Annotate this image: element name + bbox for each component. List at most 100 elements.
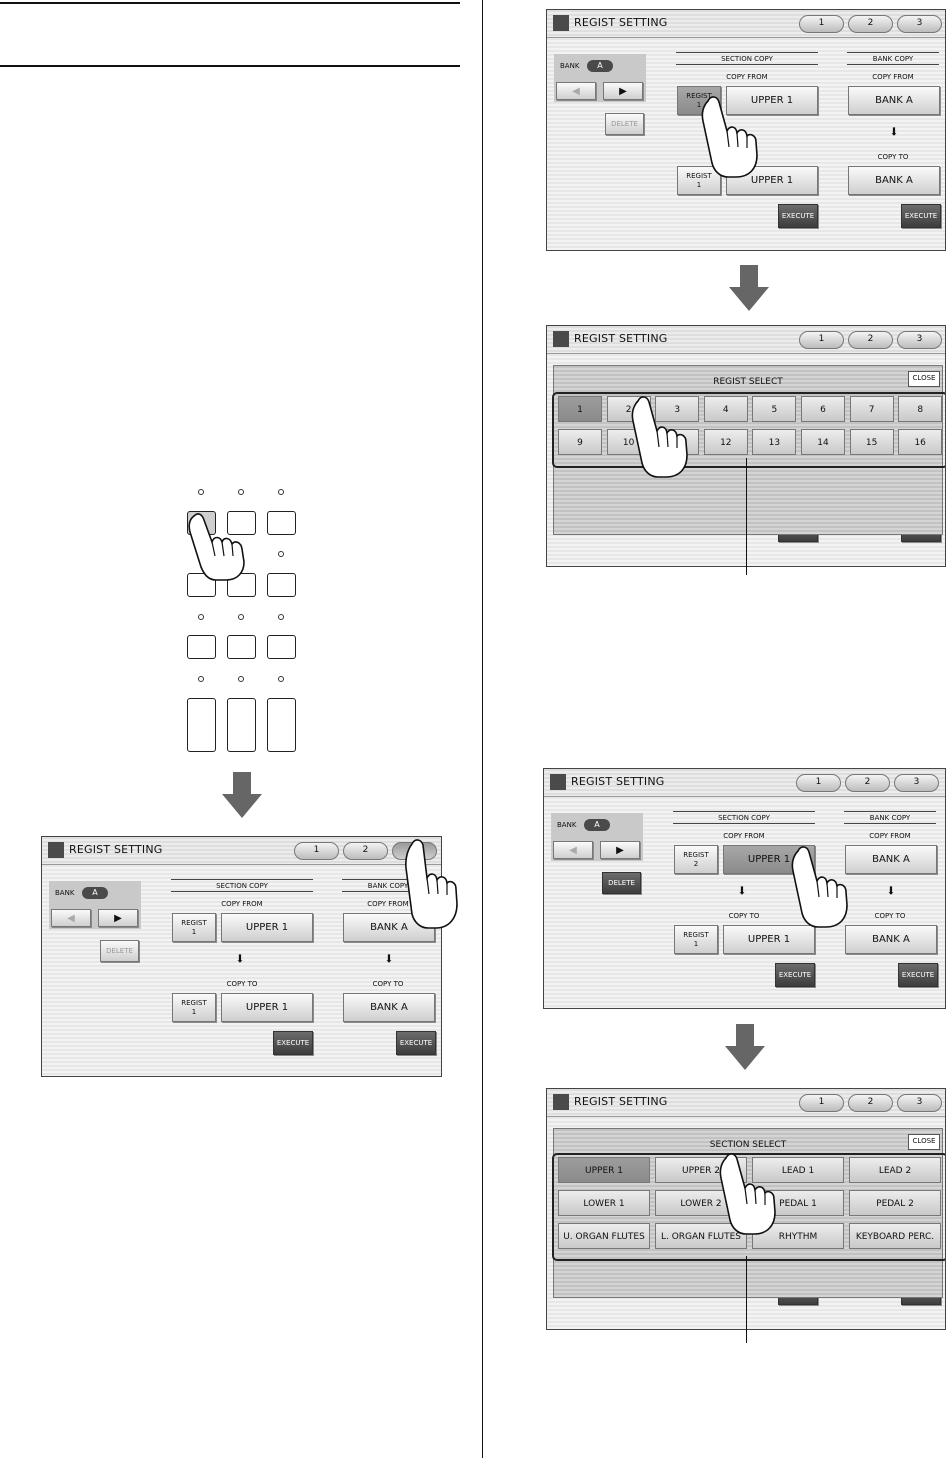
bank-from-button[interactable]: BANK A xyxy=(848,86,940,115)
registration-button-tall-2[interactable] xyxy=(227,698,256,752)
regist-select-button[interactable]: 4 xyxy=(703,396,748,422)
title-bar: REGIST SETTING 1 2 3 xyxy=(547,10,945,38)
section-execute-button[interactable]: EXECUTE xyxy=(273,1031,313,1055)
registration-button-tall-3[interactable] xyxy=(267,698,296,752)
tab-1[interactable]: 1 xyxy=(796,774,841,792)
delete-button[interactable]: DELETE xyxy=(100,940,139,962)
registration-button-7[interactable] xyxy=(187,635,216,659)
registration-button-tall-1[interactable] xyxy=(187,698,216,752)
bank-prev-button[interactable]: ◀ xyxy=(553,841,593,859)
delete-button[interactable]: DELETE xyxy=(605,113,644,135)
regist-select-button[interactable]: 8 xyxy=(898,396,943,422)
bank-next-button[interactable]: ▶ xyxy=(600,841,640,859)
regist-select-button[interactable]: 7 xyxy=(849,396,894,422)
tab-3[interactable]: 3 xyxy=(894,774,939,792)
bank-prev-button[interactable]: ◀ xyxy=(51,909,91,927)
copy-arrow-icon: ⬇ xyxy=(889,122,899,141)
copy-from-label: COPY FROM xyxy=(723,832,765,840)
bank-next-button[interactable]: ▶ xyxy=(98,909,138,927)
bank-execute-button[interactable]: EXECUTE xyxy=(898,963,938,987)
regist-select-button[interactable]: 3 xyxy=(655,396,700,422)
regist-number: 1 xyxy=(696,100,702,109)
section-copy-heading: SECTION COPY xyxy=(721,55,773,63)
section-to-button[interactable]: UPPER 1 xyxy=(221,993,313,1022)
section-execute-button[interactable]: EXECUTE xyxy=(778,204,818,228)
regist-label: REGIST xyxy=(181,998,207,1007)
bank-execute-button[interactable]: EXECUTE xyxy=(396,1031,436,1055)
regist-select-button[interactable]: 15 xyxy=(849,429,894,455)
close-button[interactable]: CLOSE xyxy=(908,1134,940,1150)
bank-copy-heading: BANK COPY xyxy=(869,814,911,822)
section-execute-button[interactable]: EXECUTE xyxy=(775,963,815,987)
led-indicator xyxy=(278,489,284,495)
registration-button-9[interactable] xyxy=(267,635,296,659)
title-bar: REGIST SETTING 1 2 3 xyxy=(547,1089,945,1117)
registration-button-6[interactable] xyxy=(267,573,296,597)
tab-2[interactable]: 2 xyxy=(848,15,893,33)
section-select-button[interactable]: RHYTHM xyxy=(752,1223,844,1249)
regist-select-button[interactable]: 14 xyxy=(801,429,845,455)
section-select-button[interactable]: LEAD 1 xyxy=(752,1157,844,1183)
tab-3[interactable]: 3 xyxy=(897,331,942,349)
regist-select-button[interactable]: 12 xyxy=(703,429,748,455)
overlay-title: REGIST SELECT xyxy=(713,377,783,387)
tab-1[interactable]: 1 xyxy=(799,15,844,33)
screen-title: REGIST SETTING xyxy=(574,1095,668,1108)
tab-2[interactable]: 2 xyxy=(848,331,893,349)
bank-execute-button[interactable]: EXECUTE xyxy=(901,204,941,228)
column-divider xyxy=(482,0,483,1458)
delete-button[interactable]: DELETE xyxy=(602,872,641,894)
pointing-hand-icon xyxy=(791,846,848,928)
close-button[interactable]: CLOSE xyxy=(908,371,940,387)
regist-label: REGIST xyxy=(683,930,709,939)
section-select-button[interactable]: KEYBOARD PERC. xyxy=(849,1223,941,1249)
regist-select-button[interactable]: 16 xyxy=(898,429,943,455)
led-indicator xyxy=(278,614,284,620)
tab-1[interactable]: 1 xyxy=(799,331,844,349)
registration-button-3[interactable] xyxy=(267,511,296,535)
bank-to-button[interactable]: BANK A xyxy=(845,925,937,954)
regist-select-button[interactable]: 9 xyxy=(558,429,602,455)
section-to-button[interactable]: UPPER 1 xyxy=(726,166,818,195)
section-from-button[interactable]: UPPER 1 xyxy=(726,86,818,115)
bank-copy-from-label: COPY FROM xyxy=(367,900,409,908)
section-select-button[interactable]: LEAD 2 xyxy=(849,1157,941,1183)
section-select-button[interactable]: PEDAL 2 xyxy=(849,1190,941,1216)
tab-3[interactable]: 3 xyxy=(897,15,942,33)
section-to-button[interactable]: UPPER 1 xyxy=(723,925,815,954)
tab-2[interactable]: 2 xyxy=(343,842,388,860)
tab-3[interactable]: 3 xyxy=(897,1094,942,1112)
bank-copy-heading: BANK COPY xyxy=(367,882,409,890)
bank-prev-button[interactable]: ◀ xyxy=(556,82,596,100)
bank-from-button[interactable]: BANK A xyxy=(845,845,937,874)
tab-2[interactable]: 2 xyxy=(845,774,890,792)
regist-select-button[interactable]: 6 xyxy=(801,396,845,422)
bank-label: BANK xyxy=(557,821,577,829)
led-indicator xyxy=(198,614,204,620)
registration-button-2[interactable] xyxy=(227,511,256,535)
tab-2[interactable]: 2 xyxy=(848,1094,893,1112)
registration-button-8[interactable] xyxy=(227,635,256,659)
bank-next-button[interactable]: ▶ xyxy=(603,82,643,100)
regist-select-button[interactable]: 5 xyxy=(752,396,797,422)
regist-label: REGIST xyxy=(181,918,207,927)
down-arrow-icon xyxy=(729,265,769,311)
section-select-button[interactable]: U. ORGAN FLUTES xyxy=(558,1223,650,1249)
section-from-button[interactable]: UPPER 1 xyxy=(221,913,313,942)
section-select-button[interactable]: LOWER 1 xyxy=(558,1190,650,1216)
tab-1[interactable]: 1 xyxy=(294,842,339,860)
regist-number: 1 xyxy=(696,180,702,189)
tab-1[interactable]: 1 xyxy=(799,1094,844,1112)
screen-icon xyxy=(553,1094,569,1110)
section-select-button[interactable]: L. ORGAN FLUTES xyxy=(655,1223,747,1249)
bank-to-button[interactable]: BANK A xyxy=(848,166,940,195)
section-select-button[interactable]: UPPER 1 xyxy=(558,1157,650,1183)
regist-select-button[interactable]: 1 xyxy=(558,396,602,422)
bank-to-button[interactable]: BANK A xyxy=(343,993,435,1022)
regist-select-button[interactable]: 13 xyxy=(752,429,797,455)
